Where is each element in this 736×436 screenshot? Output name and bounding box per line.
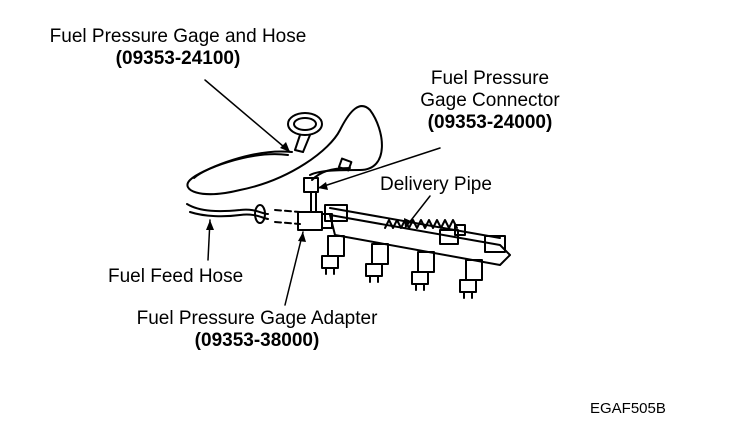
injector-2 [365, 243, 389, 283]
label-gage-adapter-name: Fuel Pressure Gage Adapter [136, 308, 378, 329]
hose-clamp [337, 157, 353, 172]
label-gage-hose-part: (09353-24100) [115, 48, 241, 69]
label-delivery-pipe: Delivery Pipe [380, 174, 492, 195]
leader-gage-hose [204, 79, 291, 153]
delivery-pipe-rail [329, 214, 511, 266]
label-gage-adapter: Fuel Pressure Gage Adapter (09353-38000) [112, 308, 402, 352]
label-gage-hose: Fuel Pressure Gage and Hose (09353-24100… [28, 26, 328, 70]
gage-adapter-body [297, 211, 323, 231]
label-gage-hose-name: Fuel Pressure Gage and Hose [49, 26, 307, 47]
label-gage-adapter-part: (09353-38000) [194, 330, 320, 351]
injector-1 [321, 235, 345, 275]
delivery-pipe-spring [384, 219, 458, 229]
leader-gage-adapter [284, 231, 304, 306]
fuel-feed-hose [186, 203, 269, 215]
injector-4 [459, 259, 483, 299]
leader-gage-connector [317, 147, 441, 189]
gage-connector-body [303, 177, 319, 193]
label-feed-hose: Fuel Feed Hose [108, 266, 244, 287]
label-gage-connector-line2: Gage Connector [420, 90, 560, 111]
label-gage-connector-line1: Fuel Pressure [430, 68, 550, 89]
label-gage-connector-part: (09353-24000) [427, 112, 553, 133]
figure-code: EGAF505B [590, 400, 666, 417]
injector-3 [411, 251, 435, 291]
label-gage-connector: Fuel Pressure Gage Connector (09353-2400… [405, 68, 575, 134]
pressure-gage-dial [287, 112, 323, 136]
gage-hose-loop [186, 105, 383, 196]
